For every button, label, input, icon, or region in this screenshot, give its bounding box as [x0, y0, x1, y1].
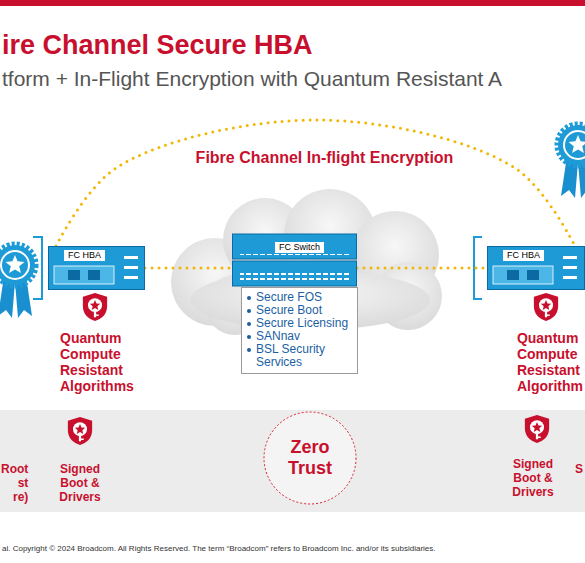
- switch-box: FC Switch: [232, 232, 357, 288]
- hba-card: FC HBA: [48, 246, 145, 290]
- switch-shape: [232, 232, 357, 288]
- badge-icon: [557, 124, 585, 198]
- footer-note: al. Copyright © 2024 Broadcom. All Right…: [2, 544, 436, 554]
- node-label: FC Switch: [275, 242, 324, 253]
- top-bar: [0, 0, 585, 6]
- list-item: Secure Licensing: [256, 317, 353, 330]
- dotted-link: [56, 120, 575, 246]
- edge-label: Fibre Channel In-flight Encryption: [193, 148, 457, 167]
- dotted-link: [357, 267, 487, 270]
- shield-icon: [525, 415, 549, 443]
- hba-card: FC HBA: [487, 246, 585, 290]
- title: ire Channel Secure HBA: [2, 30, 313, 60]
- shield-icon: [68, 417, 92, 445]
- feature-label: S: [575, 462, 583, 476]
- node-label: FC HBA: [64, 250, 105, 261]
- shield-icon: [83, 293, 107, 321]
- node-label: Zero Trust: [288, 437, 332, 479]
- badge-icon: [0, 244, 36, 318]
- cloud: [171, 189, 442, 336]
- node-label: FC HBA: [503, 250, 544, 261]
- list-item: Secure FOS: [256, 291, 353, 304]
- feature-label: Signed Boot & Drivers: [52, 462, 108, 504]
- feature-list: Secure FOSSecure BootSecure LicensingSAN…: [241, 287, 358, 374]
- feature-label: Root st re): [1, 462, 28, 504]
- list-item: Secure Boot: [256, 304, 353, 317]
- dotted-link: [145, 267, 232, 270]
- feature-label: Quantum Compute Resistant Algorithms: [60, 330, 134, 394]
- feature-label: Quantum Compute Resistant Algorithm: [517, 330, 583, 394]
- shield-icon: [534, 293, 558, 321]
- list-item: SANnav: [256, 330, 353, 343]
- feature-label: Signed Boot & Drivers: [505, 457, 561, 499]
- card-bracket: [33, 237, 42, 299]
- subtitle: tform + In-Flight Encryption with Quantu…: [2, 66, 502, 92]
- zero-trust-circle: Zero Trust: [263, 411, 357, 505]
- list-item: BSL Security Services: [256, 343, 353, 369]
- bottom-band: [0, 410, 585, 512]
